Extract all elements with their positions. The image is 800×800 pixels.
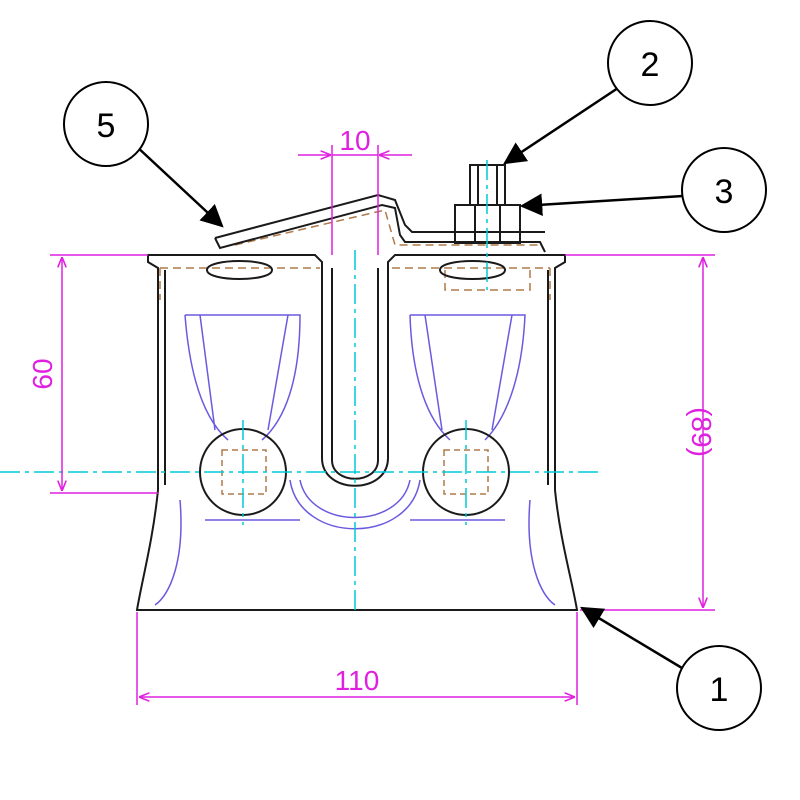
hidden-lines — [159, 209, 551, 300]
balloon-1: 1 — [580, 606, 762, 731]
dim-base-width: 110 — [335, 665, 380, 696]
balloon-1-label: 1 — [710, 671, 729, 709]
balloon-5-label: 5 — [97, 107, 116, 145]
centerlines — [0, 160, 600, 615]
body-outline — [135, 254, 579, 611]
balloon-3: 3 — [519, 147, 767, 233]
casting-lines — [154, 314, 556, 606]
balloon-2: 2 — [503, 20, 693, 165]
top-slots — [205, 260, 507, 280]
dim-left-height: 60 — [27, 358, 58, 389]
dim-right-height: (89) — [686, 407, 717, 457]
dimensions — [50, 145, 715, 705]
balloon-3-label: 3 — [715, 173, 734, 211]
balloon-5: 5 — [63, 81, 224, 228]
balloon-2-label: 2 — [641, 46, 660, 84]
dim-slot-width: 10 — [339, 125, 370, 156]
